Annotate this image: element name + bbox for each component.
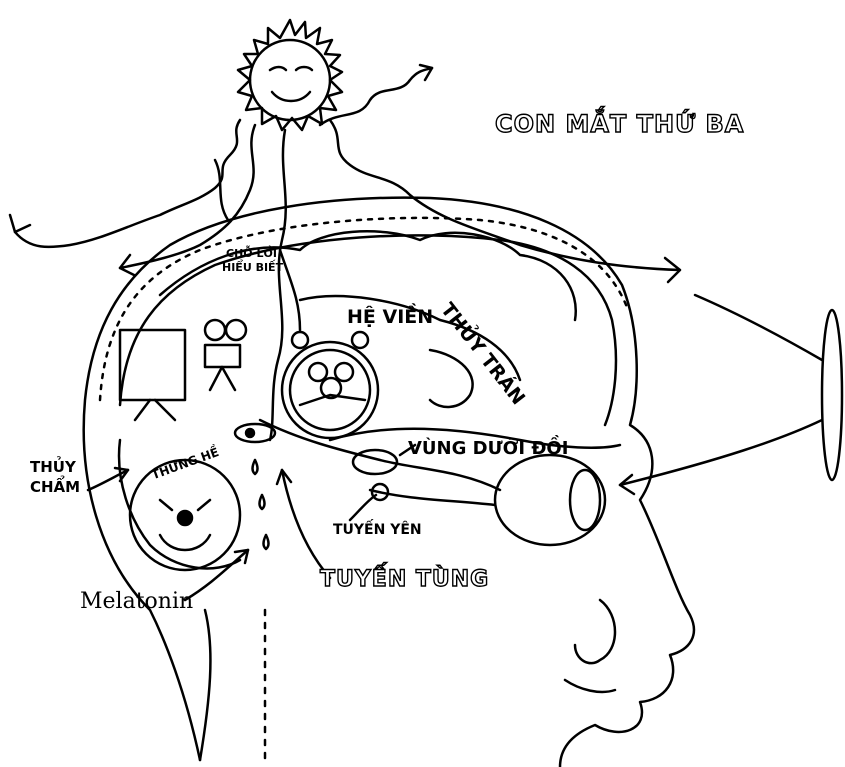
projector-reel <box>226 320 246 340</box>
pineal-drops <box>253 460 269 549</box>
association-area-label-line2: HIỂU BIẾT <box>222 262 283 274</box>
sun-smile <box>272 92 310 101</box>
sun-rays <box>238 20 342 130</box>
association-area-label-line1: CHỖ LỒI <box>226 248 277 260</box>
mirror-ray <box>695 295 822 360</box>
mirror <box>822 310 842 480</box>
projector-tripod <box>210 367 235 390</box>
light-ray-to-brain <box>270 130 286 440</box>
clock-bell <box>292 332 308 348</box>
clock-hands <box>300 395 365 405</box>
third-eye-title: CON MẮT THỨ BA <box>495 112 744 137</box>
iris <box>570 470 600 530</box>
projector-reel <box>205 320 225 340</box>
arrow-head <box>420 65 432 80</box>
neck-left <box>200 610 210 760</box>
eyeball <box>495 455 605 545</box>
mouse-ears <box>335 363 353 381</box>
hypothalamus-label: VÙNG DƯỚI ĐỒI <box>408 440 568 459</box>
pituitary-label: TUYẾN YÊN <box>333 523 422 538</box>
arrow-melatonin <box>185 550 248 600</box>
clown-mouth <box>160 535 210 550</box>
pineal-gland-label: TUYẾN TÙNG <box>320 568 489 591</box>
projector-body <box>205 345 240 367</box>
brain-fold <box>430 350 473 407</box>
melatonin-label: Melatonin <box>80 590 193 613</box>
occipital-lobe-label-line1: THỦY <box>30 460 76 476</box>
lips <box>565 680 615 692</box>
movie-screen <box>120 330 185 400</box>
clown-eyes <box>160 500 210 510</box>
nose <box>575 600 615 663</box>
mouse-ears <box>309 363 327 381</box>
pineal-pupil <box>246 429 254 437</box>
clock-inner <box>290 350 370 430</box>
clown-nose <box>178 511 192 525</box>
skull-inner <box>120 235 616 425</box>
occipital-lobe-label-line2: CHẨM <box>30 480 80 496</box>
arrow-pituitary <box>350 495 376 520</box>
arrow-pineal <box>282 470 330 578</box>
arrow-head <box>10 215 30 232</box>
sun-eyes <box>270 67 312 70</box>
limbic-system-label: HỆ VIỀN <box>347 308 433 328</box>
clock <box>282 342 378 438</box>
screen-stand <box>135 400 175 420</box>
clock-bell <box>352 332 368 348</box>
light-ray <box>330 120 680 270</box>
